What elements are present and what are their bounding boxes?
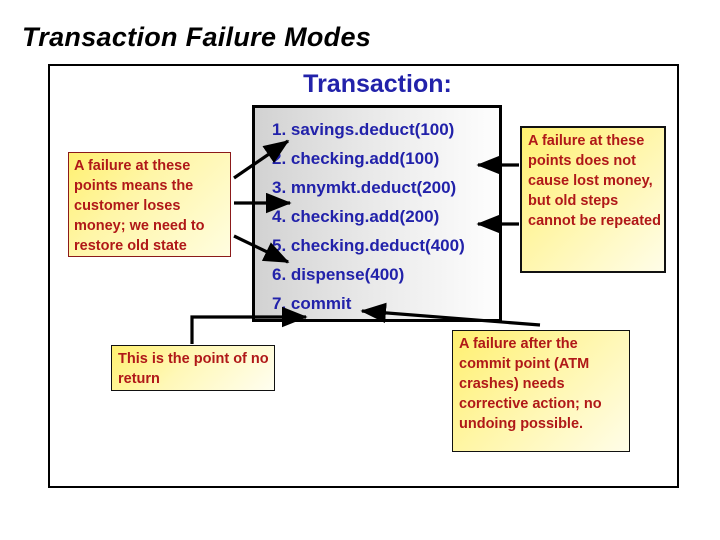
callout-right-text: A failure at these points does not cause… xyxy=(528,133,661,229)
transaction-steps-box: 1. savings.deduct(100) 2. checking.add(1… xyxy=(252,105,502,322)
transaction-heading: Transaction: xyxy=(303,70,452,98)
callout-point-of-no-return: This is the point of no return xyxy=(111,345,275,391)
transaction-step-2: 2. checking.add(100) xyxy=(272,149,440,168)
transaction-step-6: 6. dispense(400) xyxy=(272,265,405,284)
diagram-frame xyxy=(48,64,679,488)
page-title: Transaction Failure Modes xyxy=(22,22,372,52)
callout-failure-after-commit: A failure after the commit point (ATM cr… xyxy=(452,330,630,452)
callout-no-return-text: This is the point of no return xyxy=(118,351,269,387)
transaction-step-5: 5. checking.deduct(400) xyxy=(272,236,465,255)
transaction-step-1: 1. savings.deduct(100) xyxy=(272,120,455,139)
transaction-step-3: 3. mnymkt.deduct(200) xyxy=(272,178,457,197)
transaction-step-4: 4. checking.add(200) xyxy=(272,207,440,226)
callout-left-text: A failure at these points means the cust… xyxy=(74,158,205,254)
callout-failure-no-lost-money: A failure at these points does not cause… xyxy=(520,126,666,273)
transaction-step-7: 7. commit xyxy=(272,294,352,313)
callout-after-commit-text: A failure after the commit point (ATM cr… xyxy=(459,336,602,432)
callout-failure-before-commit: A failure at these points means the cust… xyxy=(68,152,231,257)
